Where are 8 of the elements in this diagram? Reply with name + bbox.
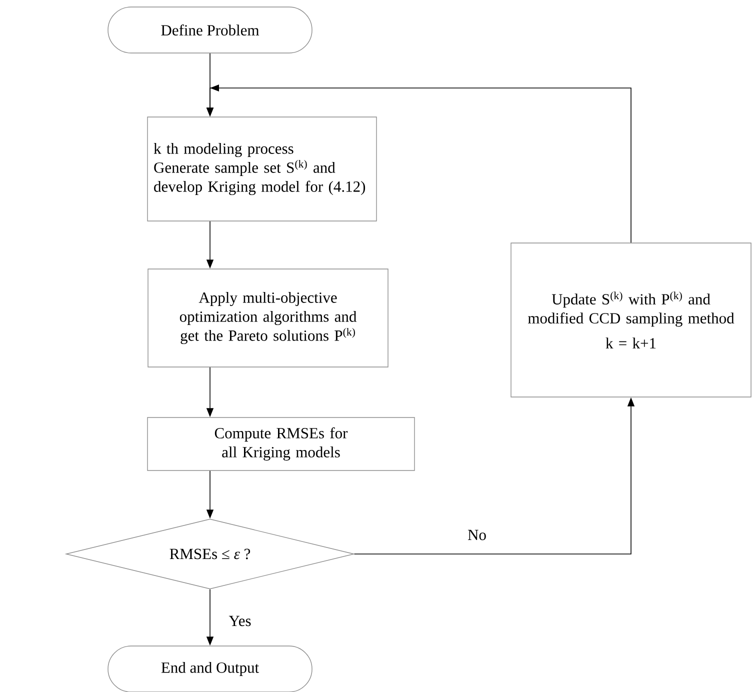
process-box: Compute RMSEs for all Kriging models: [147, 417, 415, 471]
process-box: k th modeling process Generate sample set S$^{(k)}$ and develop Kriging model for (4.12): [147, 116, 377, 222]
process-box: Apply multi-objective optimization algorithms and get the Pareto solutions P$^{(k)}$: [148, 268, 388, 368]
terminal-box: End and Output: [108, 646, 312, 692]
terminal-box: Define Problem: [108, 6, 312, 54]
edge-label: No: [466, 528, 488, 542]
process-box: Update S$^{(k)}$ with P$^{(k)}$ and modified CCD sampling method k = k+1: [510, 242, 752, 398]
edge-label: Yes: [228, 614, 252, 628]
